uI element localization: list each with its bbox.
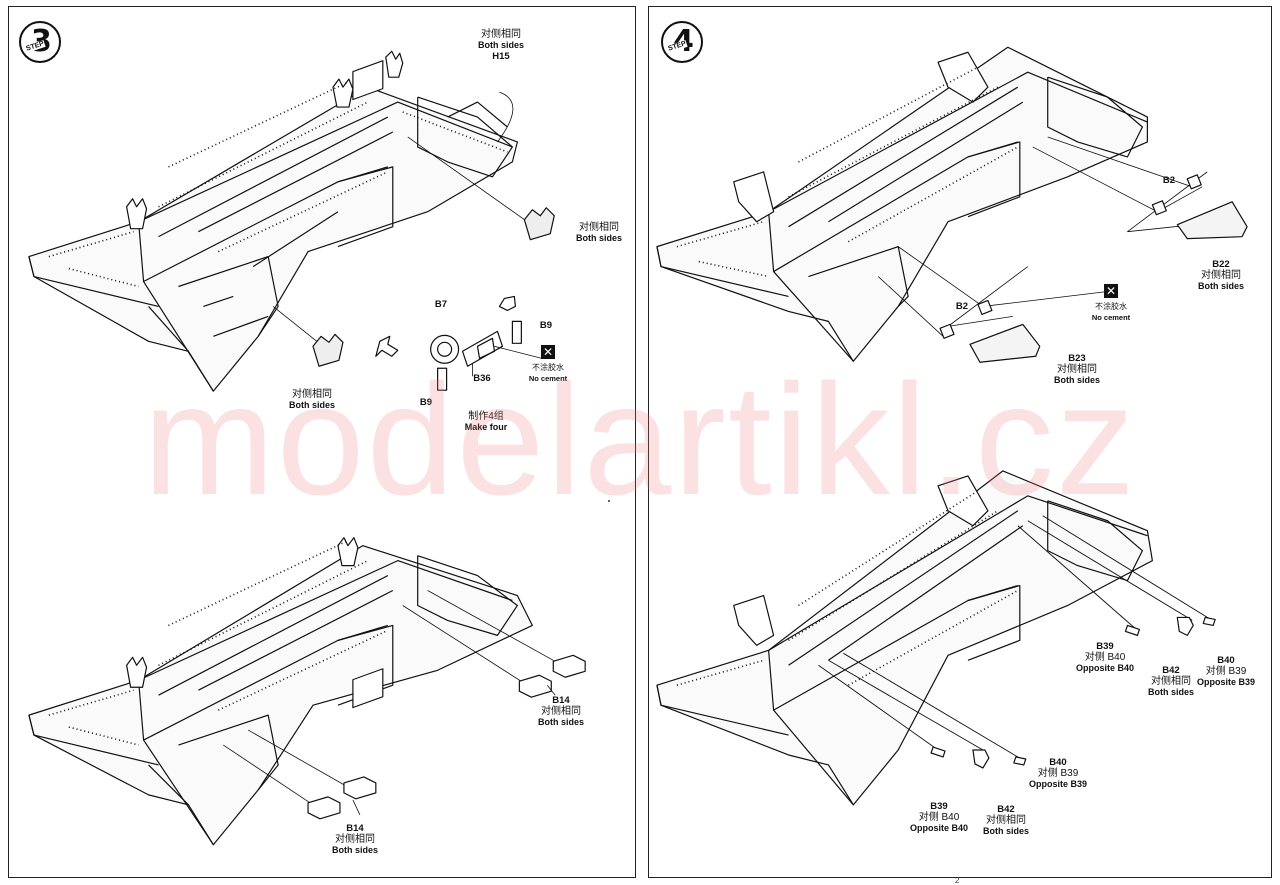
callout-b23: B23 对侧相同 Both sides (1054, 353, 1100, 386)
callout-en: Opposite B40 (1075, 663, 1135, 673)
part-number: B42 (997, 804, 1015, 815)
callout-en: Both sides (1053, 375, 1101, 385)
part-b9-top: B9 (539, 320, 553, 331)
callout-en: Both sides (575, 233, 623, 243)
callout-cn: 制作4组 (468, 411, 504, 422)
callout-cn: 对侧 B39 (1205, 666, 1247, 677)
part-b7: B7 (434, 299, 448, 310)
sub-assembly-b36 (430, 320, 542, 391)
callout-cn: 对侧 B40 (1084, 652, 1126, 663)
chassis-upper (28, 50, 518, 392)
callout-step4-no-cement: 不涂胶水 No cement (1092, 301, 1130, 323)
x-box-icon: ✕ (541, 345, 555, 359)
callout-b22: B22 对侧相同 Both sides (1198, 259, 1244, 292)
callout-en: Both sides (1197, 281, 1245, 291)
step-3-chassis-drawing (28, 50, 586, 846)
callout-en: Opposite B40 (909, 823, 969, 833)
hollow-arrow-icon (375, 335, 399, 357)
callout-cn: 不涂胶水 (1095, 302, 1127, 311)
callout-cn: 对侧相同 (291, 389, 332, 400)
part-number: B22 (1212, 259, 1230, 270)
callout-b14-lower: B14 对侧相同 Both sides (332, 823, 378, 856)
part-b36: B36 (473, 373, 491, 384)
callout-step3-left-mount: 对侧相同 Both sides (289, 389, 335, 411)
callout-step3-no-cement: 不涂胶水 No cement (529, 362, 567, 384)
step-3-panel: 3 STEP 对侧相同 Both sides H15 对侧相同 Both sid… (8, 6, 636, 878)
part-b9-bottom: B9 (419, 397, 433, 408)
part-b2-lower: B2 (955, 301, 969, 312)
callout-make-four: 制作4组 Make four (465, 411, 508, 433)
callout-h15: 对侧相同 Both sides H15 (478, 29, 524, 62)
callout-b39-upper: B39 对侧 B40 Opposite B40 (1076, 641, 1134, 674)
callout-cn: 对侧相同 (1150, 676, 1191, 687)
callout-en: Opposite B39 (1196, 677, 1256, 687)
part-number: B40 (1217, 655, 1235, 666)
callout-cn: 对侧相同 (540, 706, 581, 717)
part-number: B39 (930, 801, 948, 812)
callout-cn: 对侧 B40 (918, 812, 960, 823)
callout-en: Make four (464, 422, 508, 432)
part-number: B23 (1068, 353, 1086, 364)
callout-b42-upper: B42 对侧相同 Both sides (1148, 665, 1194, 698)
part-number: B42 (1162, 665, 1180, 676)
callout-cn: 对侧相同 (578, 222, 619, 233)
x-box-icon: ✕ (1104, 284, 1118, 298)
callout-b42-lower: B42 对侧相同 Both sides (983, 804, 1029, 837)
callout-b40-upper: B40 对侧 B39 Opposite B39 (1197, 655, 1255, 688)
callout-cn: 对侧相同 (334, 834, 375, 845)
callout-cn: 对侧相同 (480, 29, 521, 40)
chassis-upper (656, 46, 1148, 362)
callout-b14-upper: B14 对侧相同 Both sides (538, 695, 584, 728)
callout-en: No cement (528, 374, 568, 383)
part-number: B14 (346, 823, 364, 834)
callout-en: Both sides (982, 826, 1030, 836)
hollow-arrow-icon (498, 295, 516, 312)
callout-step3-right-mount: 对侧相同 Both sides (576, 222, 622, 244)
part-b2-upper: B2 (1162, 175, 1176, 186)
part-number: B14 (552, 695, 570, 706)
part-number: B40 (1049, 757, 1067, 768)
callout-cn: 不涂胶水 (532, 363, 564, 372)
step-4-chassis-drawing (656, 46, 1248, 806)
part-number: B39 (1096, 641, 1114, 652)
callout-b40-lower: B40 对侧 B39 Opposite B39 (1029, 757, 1087, 790)
callout-cn: 对侧 B39 (1037, 768, 1079, 779)
callout-en: Both sides (1147, 687, 1195, 697)
callout-en: No cement (1091, 313, 1131, 322)
callout-en: Both sides (288, 400, 336, 410)
callout-cn: 对侧相同 (1200, 270, 1241, 281)
part-number: H15 (492, 51, 510, 62)
callout-en: Both sides (537, 717, 585, 727)
chassis-lower (656, 470, 1153, 806)
callout-en: Both sides (477, 40, 525, 50)
step-4-badge: 4 STEP (661, 21, 703, 63)
callout-en: Opposite B39 (1028, 779, 1088, 789)
callout-en: Both sides (331, 845, 379, 855)
chassis-lower (28, 537, 533, 846)
page-number: 2 (955, 876, 960, 885)
callout-cn: 对侧相同 (1056, 364, 1097, 375)
callout-b39-lower: B39 对侧 B40 Opposite B40 (910, 801, 968, 834)
registration-dot (608, 500, 610, 502)
step-4-panel: 4 STEP B2 B2 B22 对侧相同 Both sides B23 对侧相… (648, 6, 1272, 878)
callout-cn: 对侧相同 (985, 815, 1026, 826)
step-3-badge: 3 STEP (19, 21, 61, 63)
